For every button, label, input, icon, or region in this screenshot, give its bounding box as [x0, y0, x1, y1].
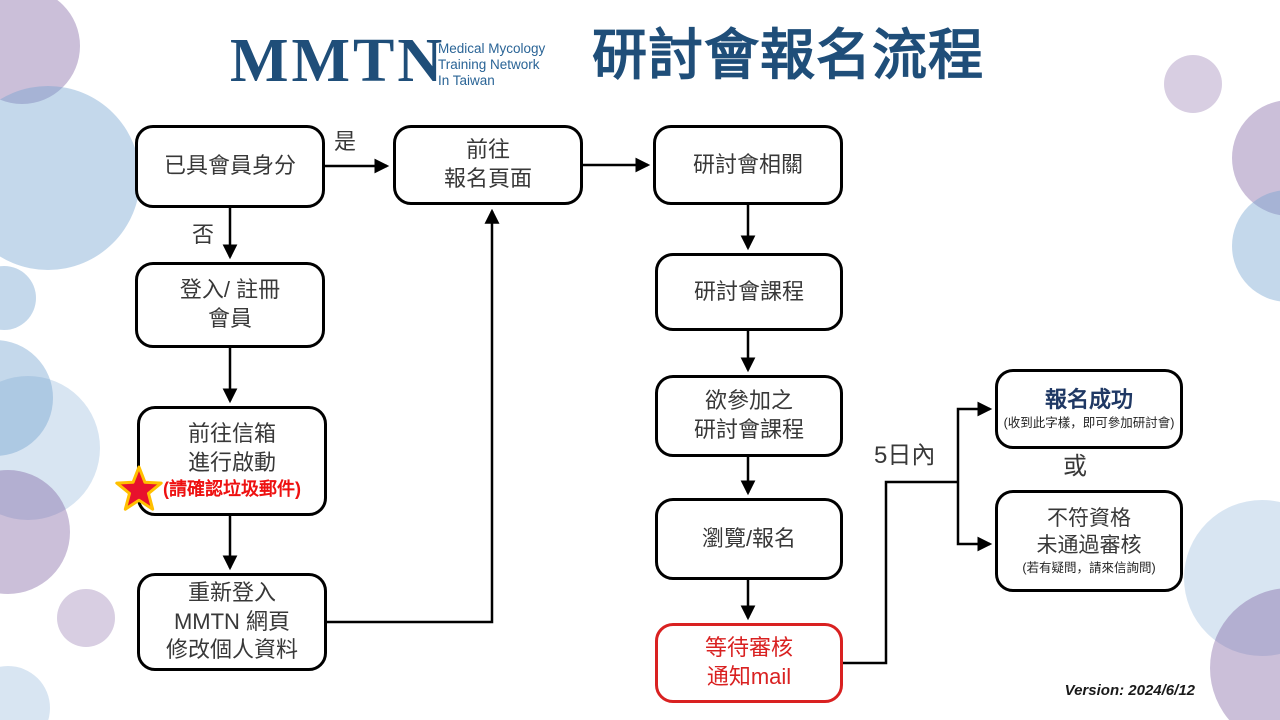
node-register-page-line2: 報名頁面	[443, 166, 532, 191]
node-seminar-course: 研討會課程	[655, 253, 843, 331]
connector-relogin-to-registerpage	[327, 208, 500, 624]
version-text: Version: 2024/6/12	[1064, 682, 1195, 699]
node-login-line1: 登入/ 註冊	[179, 277, 281, 303]
decorative-circle	[1164, 55, 1222, 113]
connector-waiting-to-branch	[840, 480, 958, 665]
node-mailbox-note: (請確認垃圾郵件)	[163, 479, 301, 500]
label-no: 否	[192, 222, 215, 247]
label-or: 或	[1063, 453, 1087, 480]
label-yes: 是	[334, 129, 357, 154]
node-mailbox-line1: 前往信箱	[187, 421, 276, 447]
connector-branch-to-fail	[956, 482, 993, 552]
node-member-check: 已具會員身分	[135, 125, 325, 208]
node-login-line2: 會員	[207, 306, 252, 331]
node-seminar-course-label: 研討會課程	[693, 278, 804, 304]
node-relogin-line3: 修改個人資料	[165, 637, 298, 663]
connector-branch-to-success	[956, 401, 993, 482]
node-fail: 不符資格 未通過審核 (若有疑問，請來信詢問)	[995, 490, 1183, 592]
mmtn-logo: MMTN	[230, 27, 446, 95]
label-five-days: 5日內	[874, 442, 936, 469]
node-relogin-line2: MMTN 網頁	[173, 608, 291, 634]
decorative-circle	[57, 589, 115, 647]
logo-tagline-line2: Training Network	[438, 57, 540, 73]
node-seminar-related: 研討會相關	[653, 125, 843, 205]
node-fail-note: (若有疑問，請來信詢問)	[1022, 560, 1156, 575]
star-icon	[114, 464, 164, 514]
node-fail-line2: 未通過審核	[1036, 534, 1142, 558]
node-register-page: 前往 報名頁面	[393, 125, 583, 205]
node-fail-line1: 不符資格	[1047, 506, 1131, 530]
node-activate-mailbox: 前往信箱 進行啟動 (請確認垃圾郵件)	[137, 406, 327, 516]
logo-tagline-line3: In Taiwan	[438, 73, 495, 89]
node-desired-course: 欲參加之 研討會課程	[655, 375, 843, 457]
node-waiting-line1: 等待審核	[704, 635, 793, 661]
node-browse-label: 瀏覽/報名	[701, 525, 797, 551]
node-desired-line2: 研討會課程	[693, 417, 804, 442]
node-relogin: 重新登入 MMTN 網頁 修改個人資料	[137, 573, 327, 671]
node-seminar-related-label: 研討會相關	[692, 151, 803, 177]
node-desired-line1: 欲參加之	[704, 388, 793, 414]
node-success-note: (收到此字樣，即可參加研討會)	[1003, 415, 1175, 430]
mmtn-logo-tagline: Medical Mycology Training Network In Tai…	[438, 41, 545, 90]
node-success: 報名成功 (收到此字樣，即可參加研討會)	[995, 369, 1183, 449]
node-mailbox-line2: 進行啟動	[187, 449, 276, 475]
page-title: 研討會報名流程	[592, 24, 985, 86]
node-browse-register: 瀏覽/報名	[655, 498, 843, 580]
node-relogin-line1: 重新登入	[187, 580, 276, 606]
node-success-title: 報名成功	[1044, 386, 1133, 412]
node-login-register: 登入/ 註冊 會員	[135, 262, 325, 348]
node-register-page-line1: 前往	[465, 137, 510, 163]
node-waiting-review: 等待審核 通知mail	[655, 623, 843, 703]
node-waiting-line2: 通知mail	[706, 664, 792, 689]
logo-tagline-line1: Medical Mycology	[438, 41, 546, 56]
node-member-check-label: 已具會員身分	[163, 153, 296, 179]
